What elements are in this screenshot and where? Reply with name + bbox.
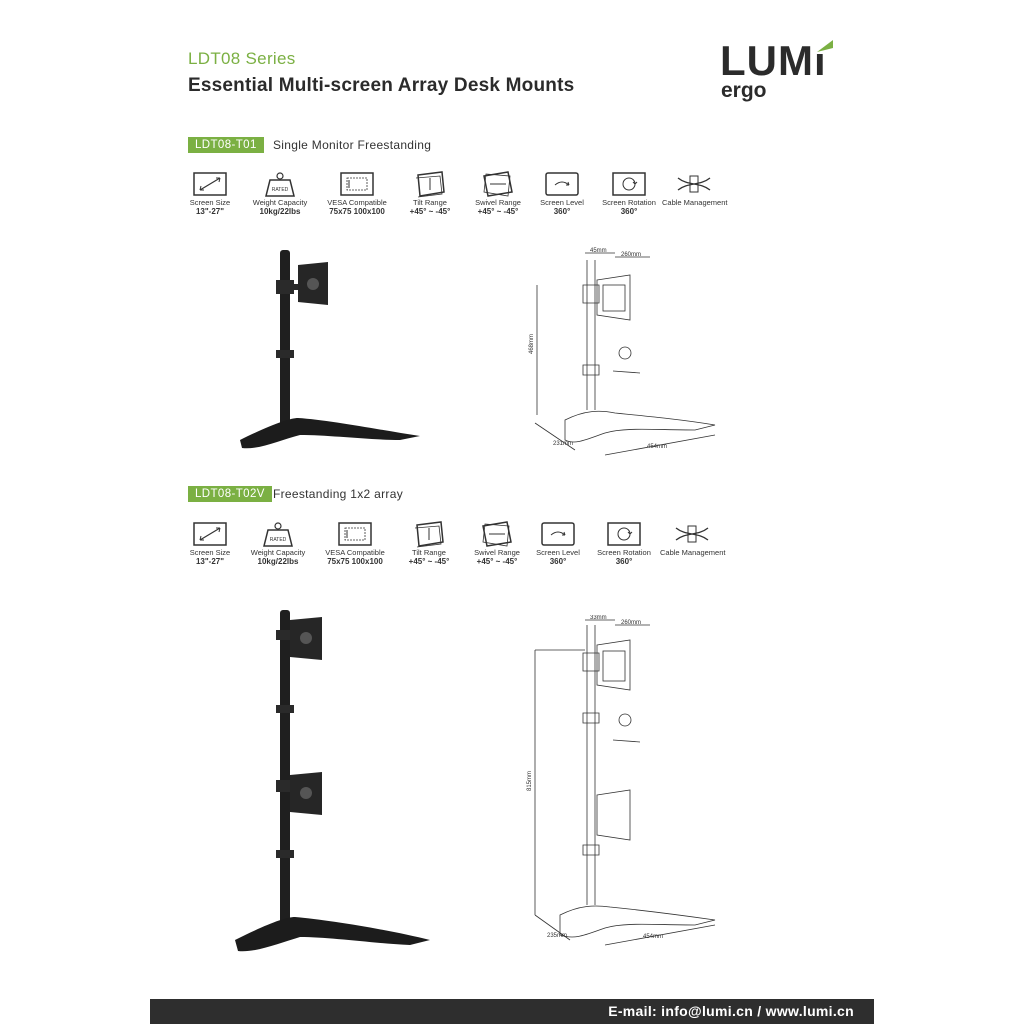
- feature-value: 10kg/22lbs: [257, 557, 299, 566]
- feature-cable-management: Cable Management: [660, 520, 726, 557]
- swivel-range-icon: [483, 171, 513, 197]
- section-subtitle: Freestanding 1x2 array: [273, 487, 403, 501]
- feature-cable-management: Cable Management: [662, 170, 728, 207]
- screen-size-icon: [193, 172, 227, 196]
- svg-text:RATED: RATED: [270, 537, 287, 543]
- feature-value: 360°: [553, 207, 571, 216]
- dim-depth: 235mm: [547, 933, 567, 939]
- feature-label: Swivel Range: [474, 548, 520, 557]
- feature-value: 75x75 100x100: [327, 557, 383, 566]
- logo-leaf-icon: [813, 40, 837, 54]
- feature-value: +45° ~ -45°: [408, 557, 450, 566]
- feature-value: 75x75 100x100: [329, 207, 385, 216]
- feature-label: Weight Capacity: [252, 198, 308, 207]
- section-subtitle: Single Monitor Freestanding: [273, 138, 432, 152]
- footer-bar: E-mail: info@lumi.cn / www.lumi.cn: [150, 999, 874, 1024]
- feature-label: Screen Rotation: [597, 548, 651, 557]
- dim-depth: 231mm: [553, 441, 573, 447]
- feature-value: 360°: [549, 557, 567, 566]
- dim-width: 454mm: [647, 444, 667, 450]
- feature-label: Tilt Range: [412, 548, 446, 557]
- vesa-icon: [338, 522, 372, 546]
- feature-label: Screen Rotation: [602, 198, 656, 207]
- feature-label: Cable Management: [660, 548, 726, 557]
- feature-value: +45° ~ -45°: [409, 207, 451, 216]
- feature-label: Screen Size: [189, 548, 231, 557]
- screen-level-icon: [541, 522, 575, 546]
- cable-management-icon: [675, 525, 709, 543]
- feature-label: Screen Level: [540, 198, 584, 207]
- brand-logo-sub: ergo: [721, 79, 767, 102]
- weight-capacity-icon: RATED: [263, 522, 293, 547]
- dual-vertical-mount-dimension-drawing: 33mm 260mm 815mm 235mm 454mm: [527, 615, 716, 946]
- single-mount-product-image: [240, 250, 420, 449]
- feature-value: 360°: [615, 557, 633, 566]
- tilt-range-icon: [414, 521, 444, 548]
- feature-value: 10kg/22lbs: [259, 207, 301, 216]
- vesa-icon: [340, 172, 374, 196]
- feature-label: VESA Compatible: [327, 198, 387, 207]
- feature-value: 13"-27": [195, 207, 225, 216]
- feature-label: Screen Level: [536, 548, 580, 557]
- svg-text:RATED: RATED: [272, 187, 289, 193]
- weight-capacity-icon: RATED: [265, 172, 295, 197]
- feature-value: +45° ~ -45°: [476, 557, 518, 566]
- section-badge: LDT08-T02V: [188, 486, 272, 502]
- feature-label: Cable Management: [662, 198, 728, 207]
- feature-label: Screen Size: [189, 198, 231, 207]
- single-mount-dimension-drawing: 45mm 260mm 468mm 231mm 454mm: [529, 248, 716, 456]
- dim-top2: 260mm: [621, 620, 641, 626]
- feature-value: 360°: [620, 207, 638, 216]
- feature-tilt-range: Tilt Range+45° ~ -45°: [398, 170, 462, 216]
- feature-value: +45° ~ -45°: [477, 207, 519, 216]
- dim-top2: 260mm: [621, 252, 641, 258]
- feature-tilt-range: Tilt Range+45° ~ -45°: [397, 520, 461, 566]
- series-title: LDT08 Series: [188, 49, 296, 68]
- dim-height: 468mm: [529, 334, 535, 354]
- section-badge: LDT08-T01: [188, 137, 264, 153]
- cable-management-icon: [677, 175, 711, 193]
- dual-vertical-mount-product-image: [235, 610, 430, 952]
- screen-rotation-icon: [612, 172, 646, 196]
- screen-level-icon: [545, 172, 579, 196]
- feature-swivel-range: Swivel Range+45° ~ -45°: [466, 170, 530, 216]
- feature-label: VESA Compatible: [325, 548, 385, 557]
- feature-label: Tilt Range: [413, 198, 447, 207]
- feature-swivel-range: Swivel Range+45° ~ -45°: [465, 520, 529, 566]
- tilt-range-icon: [415, 171, 445, 198]
- brand-logo: LUMi: [720, 37, 827, 84]
- feature-label: Weight Capacity: [250, 548, 306, 557]
- feature-label: Swivel Range: [475, 198, 521, 207]
- contact-info: E-mail: info@lumi.cn / www.lumi.cn: [608, 1003, 854, 1019]
- dim-top1: 45mm: [590, 248, 607, 254]
- screen-rotation-icon: [607, 522, 641, 546]
- dim-height: 815mm: [527, 771, 533, 791]
- screen-size-icon: [193, 522, 227, 546]
- dim-top1: 33mm: [590, 615, 607, 621]
- page-title: Essential Multi-screen Array Desk Mounts: [188, 75, 575, 96]
- dim-width: 454mm: [643, 934, 663, 940]
- feature-value: 13"-27": [195, 557, 225, 566]
- swivel-range-icon: [482, 521, 512, 547]
